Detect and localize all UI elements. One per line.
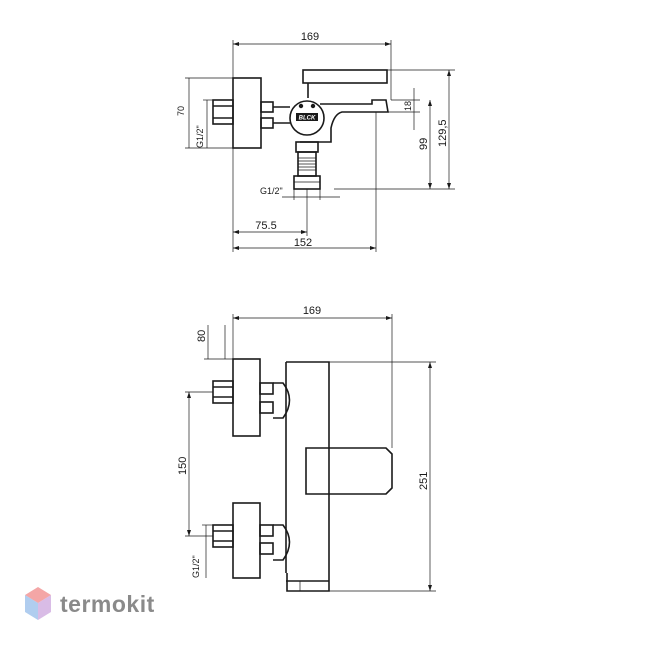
top-body (300, 99, 389, 143)
side-lower-flange (232, 502, 261, 579)
watermark-text: termokit (60, 591, 155, 617)
side-view: 169 80 150 G1/2" 251 (177, 305, 436, 592)
dim-top-129-5: 129,5 (437, 119, 449, 147)
dim-top-75-5: 75.5 (255, 220, 276, 232)
dim-top-169: 169 (301, 31, 319, 43)
hot-indicator (298, 103, 304, 109)
side-main-body (286, 361, 330, 592)
watermark: termokit (25, 587, 155, 620)
top-nut-lower (260, 117, 274, 129)
side-upper-flange (232, 358, 261, 437)
side-lower-nut-b (259, 542, 274, 555)
dim-side-251: 251 (418, 472, 430, 490)
cold-indicator (310, 103, 316, 109)
dim-side-thread: G1/2" (191, 555, 201, 578)
termokit-logo-icon (25, 587, 51, 620)
dim-top-152: 152 (294, 237, 312, 249)
side-lower-nut-a (259, 524, 274, 537)
top-connector-inner (212, 99, 234, 125)
brand-logo (296, 113, 318, 121)
top-lever (302, 69, 388, 84)
top-wall-flange (232, 77, 262, 149)
dim-top-18: 18 (403, 101, 413, 111)
top-view: BLCK 169 70 G1/2" 18 (176, 31, 455, 252)
dim-top-70: 70 (176, 106, 186, 116)
dim-side-169: 169 (303, 305, 321, 317)
top-outlet (295, 141, 319, 153)
side-upper-nut-b (259, 401, 274, 414)
dim-top-thread-left: G1/2" (195, 125, 205, 148)
dim-top-thread-bottom: G1/2" (260, 186, 283, 196)
dim-side-150: 150 (177, 457, 189, 475)
top-nut-upper (260, 101, 274, 113)
dim-top-99: 99 (418, 138, 430, 150)
brand-logo-text: BLCK (299, 116, 316, 122)
side-spout (305, 447, 393, 495)
dim-side-80: 80 (196, 330, 208, 342)
side-upper-nut-a (259, 382, 274, 395)
